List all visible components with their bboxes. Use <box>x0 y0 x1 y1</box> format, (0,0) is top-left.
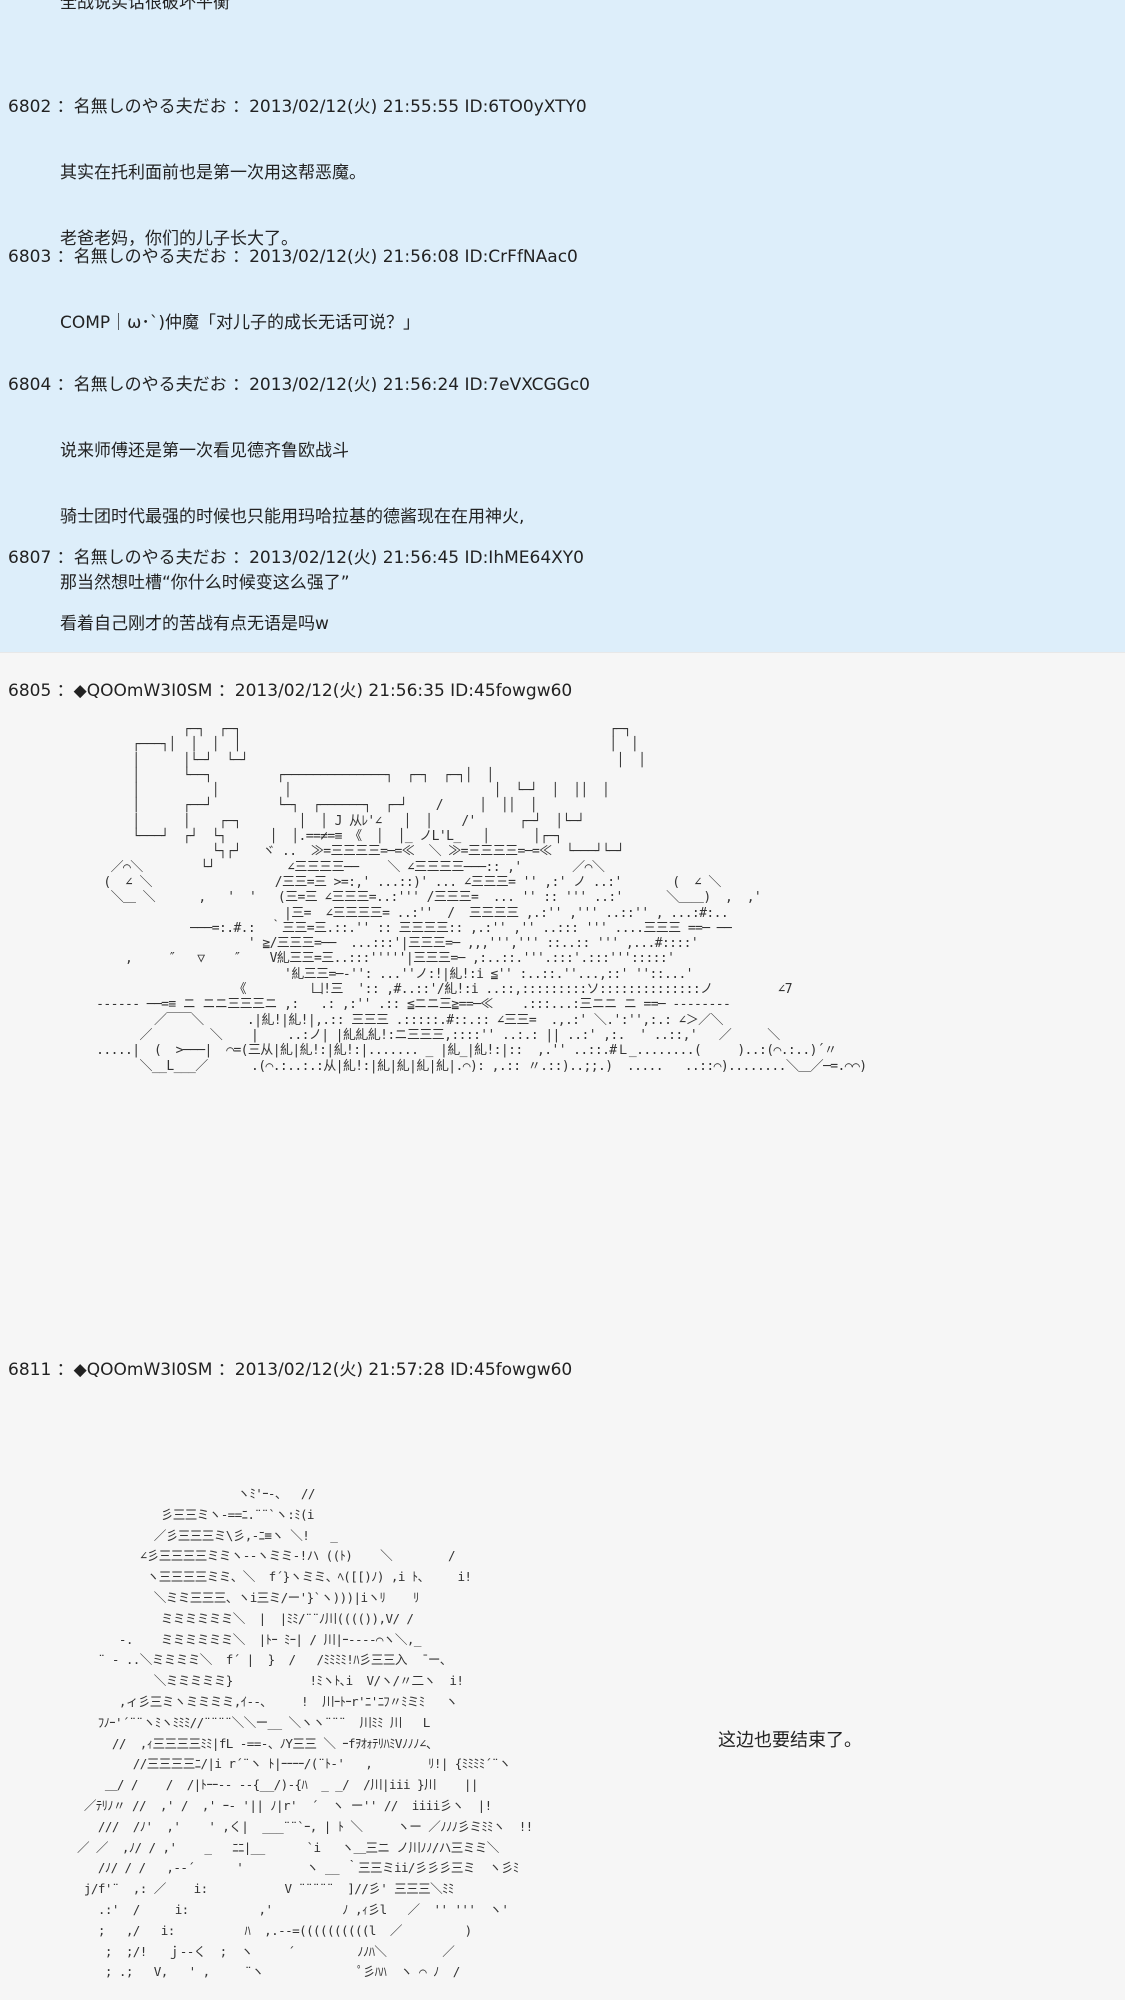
aa-post-header: 6811 ：◆QOOmW3I0SM ：2013/02/12(火) 21:57:2… <box>8 1360 573 1380</box>
post-line: 那当然想吐槽“你什么时候变这么强了” <box>60 573 350 593</box>
post-line: 说来师傅还是第一次看见德齐鲁欧战斗 <box>60 441 349 461</box>
post-header: 6804 ：名無しのやる夫だお ：2013/02/12(火) 21:56:24 … <box>8 375 591 395</box>
post-header: 6803 ：名無しのやる夫だお ：2013/02/12(火) 21:56:08 … <box>8 247 578 267</box>
post-header: 6802 ：名無しのやる夫だお ：2013/02/12(火) 21:55:55 … <box>8 97 587 117</box>
quoted-replies-panel <box>0 0 1125 652</box>
post-header: 6807 ：名無しのやる夫だお ：2013/02/12(火) 21:56:45 … <box>8 548 584 568</box>
post-line: COMP｜ω･`)仲魔「对儿子的成长无话可说？」 <box>60 313 421 333</box>
reply-post: 6804 ：名無しのやる夫だお ：2013/02/12(火) 21:56:24 … <box>8 374 590 638</box>
post-body: 说来师傅还是第一次看见德齐鲁欧战斗 骑士团时代最强的时候也只能用玛哈拉基的德酱现… <box>8 396 590 638</box>
aa-side-note: 这边也要结束了。 <box>718 1730 862 1751</box>
post-line: 其实在托利面前也是第一次用这帮恶魔。 <box>60 163 366 183</box>
post-body: COMP｜ω･`)仲魔「对儿子的成长无话可说？」 <box>8 268 578 378</box>
aa-post-header: 6805 ：◆QOOmW3I0SM ：2013/02/12(火) 21:56:3… <box>8 681 573 701</box>
reply-post: 6807 ：名無しのやる夫だお ：2013/02/12(火) 21:56:45 … <box>8 547 584 679</box>
reply-post: 6802 ：名無しのやる夫だお ：2013/02/12(火) 21:55:55 … <box>8 96 587 294</box>
post-body: 其实在托利面前也是第一次用这帮恶魔。 老爸老妈，你们的儿子长大了。 <box>8 118 587 294</box>
post-line: 老爸老妈，你们的儿子长大了。 <box>60 229 298 249</box>
post-line: 看着自己刚才的苦战有点无语是吗w <box>60 614 329 634</box>
post-body: 看着自己刚才的苦战有点无语是吗w <box>8 569 584 679</box>
ascii-art-battle-scene: ┌─┐ ┌─┐ ┌─┐ ┌───┐│ │ │ │ │ │ │ │└─┘ └─┘ <box>96 722 867 1074</box>
panel-divider <box>0 652 1125 653</box>
cut-off-line: 全战说实话很破坏平衡 <box>60 0 230 13</box>
post-line: 骑士团时代最强的时候也只能用玛哈拉基的德酱现在在用神火, <box>60 507 525 527</box>
ascii-art-character: ヽﾐ'ｰ-、 // 彡三三ミヽ-==ﾆ.¨¨`ヽ:ﾐ(i ／彡三三三ミ\彡,-ﾆ… <box>76 1486 533 1980</box>
reply-post: 6803 ：名無しのやる夫だお ：2013/02/12(火) 21:56:08 … <box>8 246 578 378</box>
